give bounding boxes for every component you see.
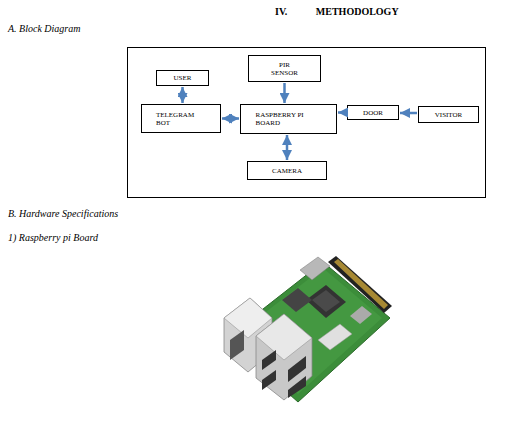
block-box: VISITOR [418,106,479,123]
raspberry-pi-photo [224,256,392,402]
flow-arrow [283,83,286,103]
block-label: PIR SENSOR [266,61,304,77]
subsection-heading: 1) Raspberry pi Board [8,232,98,244]
flow-arrow [181,87,184,103]
subsection-heading: A. Block Diagram [8,23,81,35]
block-label: VISITOR [435,111,462,119]
diagram-frame [128,48,486,198]
section-heading: IV. METHODOLOGY [275,6,399,18]
flow-arrow [222,117,239,120]
block-box: DOOR [347,105,399,120]
block-box: RASPBERRY PI BOARD [240,104,337,134]
flow-arrow [400,112,417,115]
block-box: PIR SENSOR [248,55,321,82]
block-label: TELEGRAM BOT [156,111,206,127]
block-box: CAMERA [247,161,327,180]
subsection-heading: B. Hardware Specifications [8,208,118,220]
block-label: USER [174,74,192,82]
block-box: TELEGRAM BOT [141,104,221,133]
block-label: RASPBERRY PI BOARD [256,111,322,127]
block-label: CAMERA [272,167,302,175]
flow-arrow [338,111,346,114]
block-label: DOOR [363,109,383,117]
block-box: USER [156,70,209,86]
flow-arrow [286,135,289,160]
